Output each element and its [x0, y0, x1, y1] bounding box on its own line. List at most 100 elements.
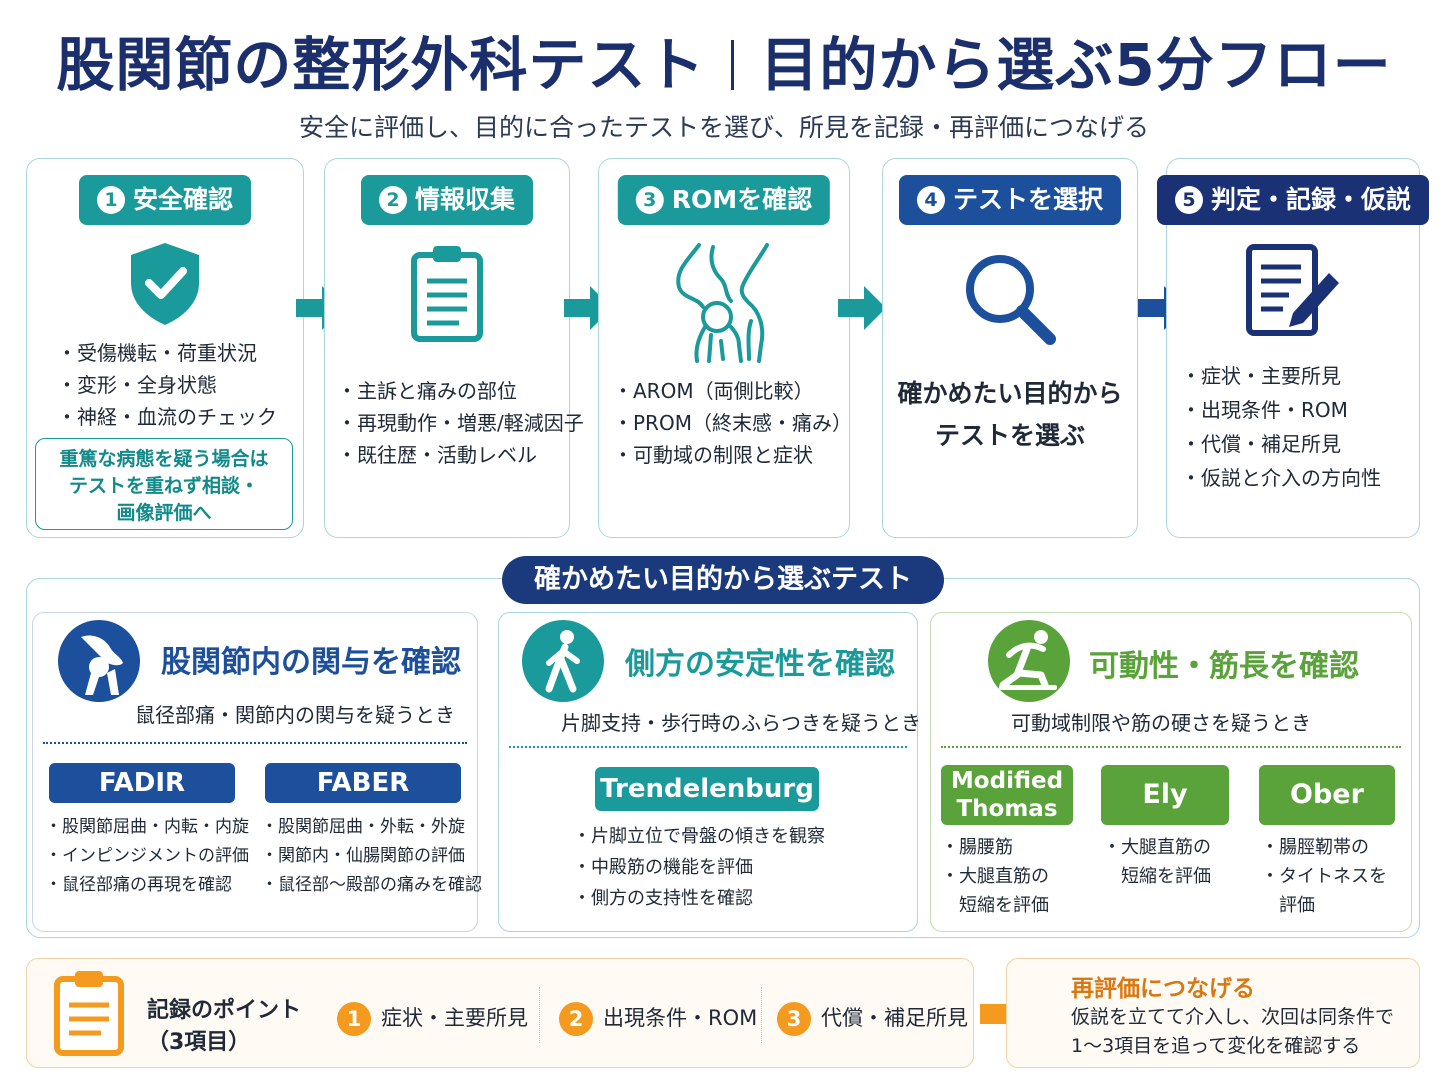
- test-modified-thomas-label: Modified Thomas: [941, 765, 1073, 825]
- list-item: 症状・主要所見: [1181, 359, 1381, 393]
- list-item: 変形・全身状態: [57, 369, 277, 401]
- panel-1-divider: [43, 742, 467, 744]
- panel-1-desc: 鼠径部痛・関節内の関与を疑うとき: [135, 703, 455, 727]
- reassess-line: 仮説を立てて介入し、次回は同条件で: [1071, 1006, 1395, 1028]
- reassess-box: 再評価につなげる 仮説を立てて介入し、次回は同条件で 1〜3項目を追って変化を確…: [1006, 958, 1420, 1068]
- step-4-label: テストを選択: [952, 185, 1104, 214]
- ely-list: 大腿直筋の 短縮を評価: [1103, 833, 1211, 891]
- record-label: 記録のポイント （3項目）: [147, 995, 301, 1059]
- stretching-person-icon: [988, 620, 1070, 702]
- step-4-text-line: テストを選ぶ: [934, 421, 1085, 450]
- clipboard-icon: [54, 971, 124, 1056]
- panel-1-title: 股関節内の関与を確認: [161, 645, 461, 680]
- test-faber-label: FABER: [265, 763, 461, 803]
- warning-box: 重篤な病態を疑う場合は テストを重ねず相談・ 画像評価へ: [35, 438, 293, 530]
- step-5-number: 5: [1174, 186, 1203, 214]
- test-name-line: Thomas: [956, 796, 1058, 822]
- list-item: 出現条件・ROM: [1181, 393, 1381, 427]
- step-4-text: 確かめたい目的から テストを選ぶ: [883, 373, 1137, 457]
- list-item: 大腿直筋の: [1103, 833, 1211, 862]
- list-item: インピンジメントの評価: [45, 842, 249, 871]
- record-item-1: 1 症状・主要所見: [337, 999, 528, 1037]
- record-item-text: 症状・主要所見: [381, 1006, 528, 1030]
- step-1-list: 受傷機転・荷重状況 変形・全身状態 神経・血流のチェック: [57, 337, 277, 433]
- record-label-line: 記録のポイント: [147, 998, 302, 1023]
- step-2-list: 主訴と痛みの部位 再現動作・増悪/軽減因子 既往歴・活動レベル: [337, 375, 584, 471]
- panel-2-title: 側方の安定性を確認: [625, 647, 895, 682]
- list-item: 既往歴・活動レベル: [337, 439, 584, 471]
- title-left: 股関節の整形外科テスト: [56, 31, 706, 99]
- list-item: タイトネスを: [1261, 862, 1387, 891]
- list-item: 短縮を評価: [1121, 866, 1211, 887]
- list-item: 関節内・仙腸関節の評価: [261, 842, 482, 871]
- list-item: 仮説と介入の方向性: [1181, 461, 1381, 495]
- test-ely-label: Ely: [1101, 765, 1229, 825]
- panel-2-desc: 片脚支持・歩行時のふらつきを疑うとき: [561, 711, 921, 735]
- record-separator: [761, 987, 762, 1043]
- record-separator: [539, 987, 540, 1043]
- list-item: 神経・血流のチェック: [57, 401, 277, 433]
- list-item: 鼠径部〜殿部の痛みを確認: [261, 871, 482, 900]
- step-4-number: 4: [916, 186, 945, 214]
- step-3-label: ROMを確認: [671, 185, 813, 214]
- list-item: 腸脛靭帯の: [1261, 833, 1387, 862]
- list-item: 鼠径部痛の再現を確認: [45, 871, 249, 900]
- panel-mobility: 可動性・筋長を確認 可動域制限や筋の硬さを疑うとき Modified Thoma…: [930, 612, 1412, 932]
- record-item-number: 3: [777, 1002, 811, 1036]
- shield-check-icon: [125, 239, 205, 327]
- list-item: 評価: [1279, 895, 1315, 916]
- list-item: 股関節屈曲・内転・内旋: [45, 813, 249, 842]
- test-name-line: Modified: [950, 768, 1064, 794]
- list-item: 可動域の制限と症状: [613, 439, 852, 471]
- list-item: PROM（終末感・痛み）: [613, 407, 852, 439]
- record-item-2: 2 出現条件・ROM: [559, 999, 757, 1037]
- step-5-list: 症状・主要所見 出現条件・ROM 代償・補足所見 仮説と介入の方向性: [1181, 359, 1381, 495]
- step-4-text-line: 確かめたい目的から: [897, 379, 1123, 408]
- list-item: 代償・補足所見: [1181, 427, 1381, 461]
- reassess-text: 仮説を立てて介入し、次回は同条件で 1〜3項目を追って変化を確認する: [1071, 1003, 1394, 1061]
- record-label-line: （3項目）: [147, 1030, 251, 1055]
- step-judgment-record: 5判定・記録・仮説 症状・主要所見 出現条件・ROM 代償・補足所見 仮説と介入…: [1156, 158, 1430, 538]
- list-item: 側方の支持性を確認: [573, 883, 825, 914]
- list-item: 中殿筋の機能を評価: [573, 852, 825, 883]
- panel-intra-articular: 股関節内の関与を確認 鼠径部痛・関節内の関与を疑うとき FADIR FABER …: [32, 612, 482, 932]
- record-item-text: 出現条件・ROM: [603, 1006, 758, 1030]
- warning-line: 画像評価へ: [116, 502, 212, 524]
- list-item: 股関節屈曲・外転・外旋: [261, 813, 482, 842]
- step-3-list: AROM（両側比較） PROM（終末感・痛み） 可動域の制限と症状: [613, 375, 852, 471]
- list-item: 大腿直筋の: [941, 862, 1049, 891]
- record-item-number: 1: [337, 1002, 371, 1036]
- record-item-number: 2: [559, 1002, 593, 1036]
- step-1-label: 安全確認: [132, 185, 234, 214]
- title-right: 目的から選ぶ5分フロー: [760, 31, 1392, 99]
- panel-lateral-stability: 側方の安定性を確認 片脚支持・歩行時のふらつきを疑うとき Trendelenbu…: [498, 612, 921, 932]
- clipboard-icon: [409, 243, 485, 343]
- panel-3-divider: [941, 746, 1401, 748]
- faber-list: 股関節屈曲・外転・外旋 関節内・仙腸関節の評価 鼠径部〜殿部の痛みを確認: [261, 813, 482, 900]
- hip-bone-icon: [58, 620, 140, 702]
- arrow-right-icon: [838, 286, 886, 330]
- hip-joint-icon: [669, 241, 779, 363]
- panel-3-title: 可動性・筋長を確認: [1089, 649, 1359, 684]
- list-item: 片脚立位で骨盤の傾きを観察: [573, 821, 825, 852]
- step-5-label: 判定・記録・仮説: [1210, 185, 1412, 214]
- list-item: 再現動作・増悪/軽減因子: [337, 407, 584, 439]
- modified-thomas-list: 腸腰筋 大腿直筋の 短縮を評価: [941, 833, 1049, 920]
- magnifier-icon: [962, 251, 1058, 347]
- step-3-number: 3: [635, 186, 664, 214]
- trendelenburg-list: 片脚立位で骨盤の傾きを観察 中殿筋の機能を評価 側方の支持性を確認: [573, 821, 825, 914]
- test-trendelenburg-label: Trendelenburg: [595, 767, 819, 811]
- step-1-number: 1: [96, 186, 125, 214]
- panel-3-desc: 可動域制限や筋の硬さを疑うとき: [1011, 711, 1311, 735]
- list-item: 短縮を評価: [959, 895, 1049, 916]
- list-item: 腸腰筋: [941, 833, 1049, 862]
- ober-list: 腸脛靭帯の タイトネスを 評価: [1261, 833, 1387, 920]
